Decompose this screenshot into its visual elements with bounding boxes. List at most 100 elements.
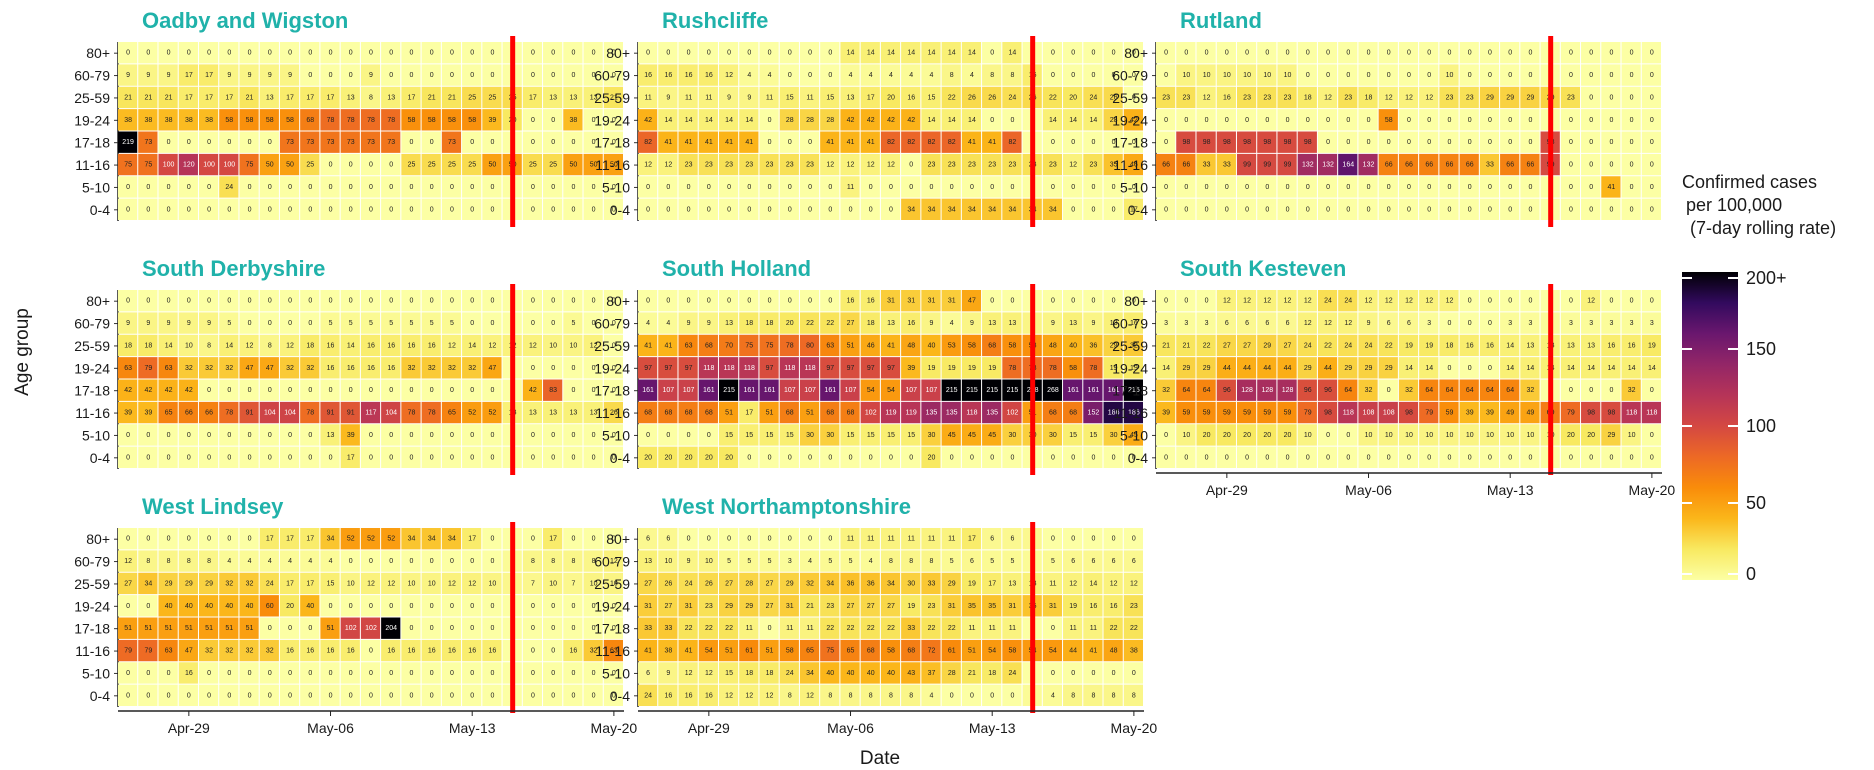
- cell-value-label: 0: [227, 692, 231, 699]
- heatmap-cell: [421, 290, 441, 312]
- y-axis-title: Age group: [12, 308, 33, 396]
- cell-value-label: 12: [1110, 580, 1118, 587]
- heatmap-cell: [138, 86, 158, 109]
- cell-value-label: 0: [1071, 454, 1075, 461]
- cell-value-label: 0: [1569, 139, 1573, 146]
- heatmap-cell: [421, 109, 441, 131]
- cell-value-label: 0: [1468, 206, 1472, 213]
- cell-value-label: 0: [1306, 72, 1310, 79]
- cell-value-label: 0: [1589, 117, 1593, 124]
- cell-value-label: 58: [1069, 365, 1077, 372]
- cell-value-label: 61: [948, 648, 956, 655]
- cell-value-label: 14: [1090, 117, 1098, 124]
- cell-value-label: 29: [165, 580, 173, 587]
- panel-title: Oadby and Wigston: [142, 8, 348, 33]
- cell-value-label: 0: [389, 692, 393, 699]
- cell-value-label: 0: [666, 206, 670, 213]
- cell-value-label: 0: [207, 692, 211, 699]
- cell-value-label: 0: [308, 454, 312, 461]
- cell-value-label: 5: [410, 320, 414, 327]
- cell-value-label: 42: [529, 387, 537, 394]
- cell-value-label: 34: [968, 206, 976, 213]
- cell-value-label: 102: [865, 410, 877, 417]
- heatmap-cell: [1257, 176, 1277, 198]
- cell-value-label: 12: [286, 342, 294, 349]
- heatmap-cell: [1317, 176, 1338, 198]
- cell-value-label: 0: [687, 298, 691, 305]
- cell-value-label: 0: [571, 603, 575, 610]
- heatmap-cell: [779, 290, 799, 312]
- heatmap-cell: [1103, 64, 1123, 86]
- cell-value-label: 0: [349, 692, 353, 699]
- cell-value-label: 0: [329, 692, 333, 699]
- cell-value-label: 0: [227, 670, 231, 677]
- heatmap-cell: [1156, 176, 1176, 198]
- heatmap-cell: [158, 176, 178, 198]
- cell-value-label: 0: [248, 298, 252, 305]
- heatmap-cell: [219, 42, 239, 64]
- cell-value-label: 0: [1091, 454, 1095, 461]
- cell-value-label: 97: [887, 365, 895, 372]
- heatmap-cell: [759, 290, 779, 312]
- heatmap-cell: [118, 446, 138, 468]
- cell-value-label: 20: [1284, 432, 1292, 439]
- heatmap-cell: [178, 198, 198, 220]
- heatmap-cell: [482, 446, 502, 468]
- cell-value-label: 0: [990, 184, 994, 191]
- cell-value-label: 27: [1223, 342, 1231, 349]
- cell-value-label: 0: [288, 454, 292, 461]
- heatmap-cell: [1103, 290, 1123, 312]
- cell-value-label: 9: [1051, 320, 1055, 327]
- cell-value-label: 12: [1425, 298, 1433, 305]
- cell-value-label: 0: [592, 206, 596, 213]
- cell-value-label: 44: [1223, 365, 1231, 372]
- cell-value-label: 82: [887, 139, 895, 146]
- heatmap-cell: [118, 290, 138, 312]
- cell-value-label: 0: [727, 184, 731, 191]
- cell-value-label: 0: [490, 72, 494, 79]
- cell-value-label: 161: [1088, 387, 1100, 394]
- heatmap-cell: [279, 446, 300, 468]
- cell-value-label: 6: [990, 536, 994, 543]
- cell-value-label: 0: [571, 50, 575, 57]
- cell-value-label: 0: [369, 670, 373, 677]
- cell-value-label: 0: [389, 162, 393, 169]
- heatmap-cell: [603, 312, 623, 334]
- heatmap-cell: [543, 64, 563, 86]
- cell-value-label: 79: [124, 648, 132, 655]
- heatmap-cell: [340, 401, 360, 424]
- cell-value-label: 215: [946, 387, 958, 394]
- cell-value-label: 0: [950, 692, 954, 699]
- cell-value-label: 0: [389, 454, 393, 461]
- cell-value-label: 16: [347, 365, 355, 372]
- heatmap-cell: [1439, 42, 1459, 64]
- heatmap-cell: [1196, 109, 1216, 131]
- heatmap-cell: [441, 424, 462, 446]
- heatmap-cell: [543, 424, 563, 446]
- cell-value-label: 40: [867, 670, 875, 677]
- heatmap-cell: [138, 109, 158, 131]
- cell-value-label: 0: [207, 387, 211, 394]
- cell-value-label: 0: [592, 670, 596, 677]
- heatmap-cell: [921, 312, 941, 334]
- cell-value-label: 0: [207, 206, 211, 213]
- cell-value-label: 32: [306, 365, 314, 372]
- heatmap-cell: [340, 109, 360, 131]
- cell-value-label: 78: [367, 117, 375, 124]
- cell-value-label: 42: [124, 387, 132, 394]
- cell-value-label: 44: [1263, 365, 1271, 372]
- cell-value-label: 14: [1506, 365, 1514, 372]
- heatmap-cell: [1002, 357, 1022, 379]
- cell-value-label: 0: [1630, 94, 1634, 101]
- panel-south-derbyshire: South Derbyshire80+60-7925-5919-2417-181…: [74, 256, 623, 475]
- cell-value-label: 6: [1225, 320, 1229, 327]
- heatmap-cell: [1216, 64, 1236, 86]
- cell-value-label: 0: [490, 603, 494, 610]
- cell-value-label: 34: [408, 536, 416, 543]
- heatmap-cell: [698, 312, 718, 334]
- cell-value-label: 0: [1184, 50, 1188, 57]
- cell-value-label: 13: [887, 320, 895, 327]
- cell-value-label: 0: [1387, 139, 1391, 146]
- cell-value-label: 0: [808, 298, 812, 305]
- heatmap-cell: [1042, 64, 1063, 86]
